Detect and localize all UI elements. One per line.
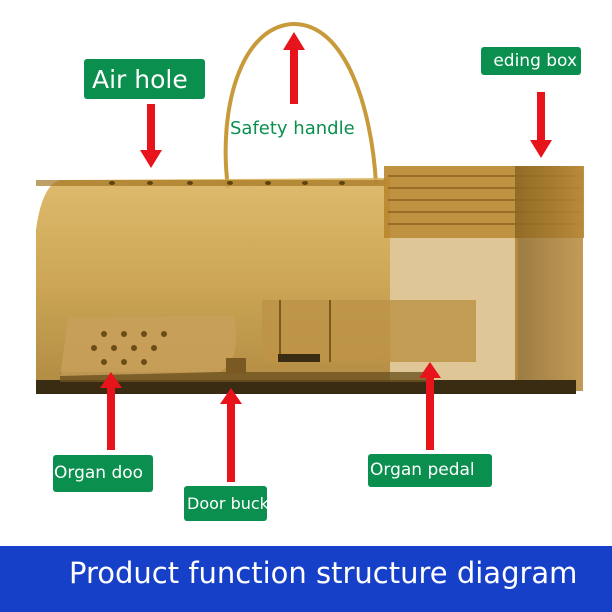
title-banner [0, 546, 612, 612]
label-organ-door: Organ doo [53, 455, 153, 492]
label-organ-pedal: Organ pedal [368, 454, 492, 487]
arrow-air-hole [140, 104, 162, 168]
trap-base [36, 380, 576, 394]
arrow-organ-pedal [419, 362, 441, 450]
label-door-buckle: Door buck [184, 486, 267, 521]
arrow-feeding-box [530, 92, 552, 158]
label-air-hole: Air hole [84, 59, 205, 99]
banner-title: Product function structure diagram [69, 556, 578, 590]
arrow-organ-door [100, 372, 122, 450]
air-holes [109, 181, 345, 185]
arrow-safety-handle [283, 32, 305, 104]
label-feeding-box: eding box [481, 47, 581, 75]
organ-pedal-shape [262, 300, 476, 362]
label-safety-handle: Safety handle [230, 118, 355, 139]
arrow-door-buckle [220, 388, 242, 482]
safety-handle-shape [223, 21, 378, 189]
